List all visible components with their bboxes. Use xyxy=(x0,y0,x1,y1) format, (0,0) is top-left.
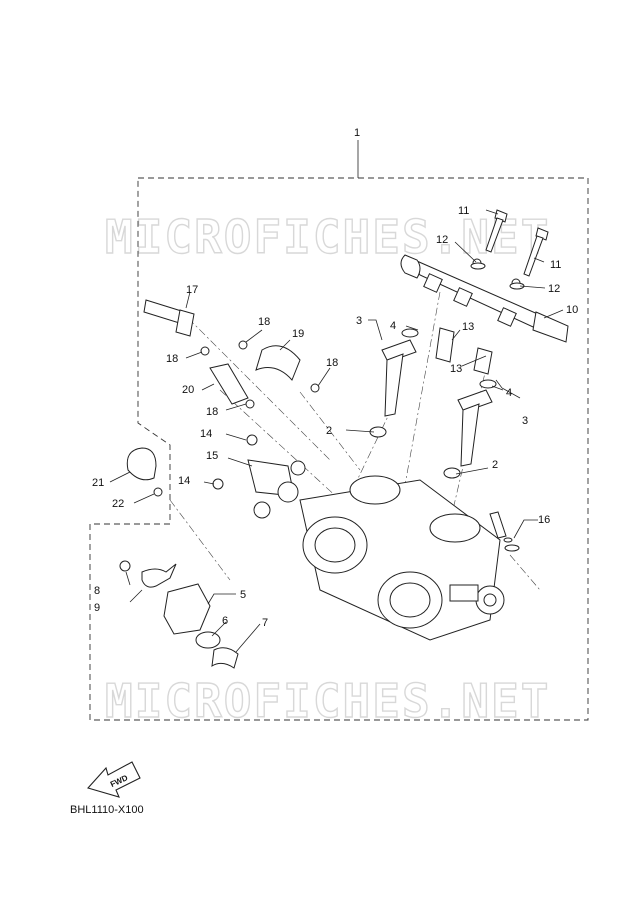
callout-6: 6 xyxy=(222,615,228,627)
callout-13b: 13 xyxy=(450,363,462,375)
sensor-and-screws xyxy=(212,434,306,519)
callout-15: 15 xyxy=(206,450,218,462)
callout-14a: 14 xyxy=(200,428,212,440)
callout-18d: 18 xyxy=(206,406,218,418)
callout-18c: 18 xyxy=(326,357,338,369)
callout-22: 22 xyxy=(112,498,124,510)
hoses-and-clips xyxy=(126,299,320,497)
callout-16: 16 xyxy=(538,514,550,526)
callout-9: 9 xyxy=(94,602,100,614)
callout-18b: 18 xyxy=(166,353,178,365)
fuel-rail xyxy=(400,254,569,343)
callout-4a: 4 xyxy=(390,320,396,332)
callout-18a: 18 xyxy=(258,316,270,328)
fwd-arrow-icon: FWD xyxy=(87,761,141,798)
drawing-code: BHL1110-X100 xyxy=(70,804,144,816)
callout-20: 20 xyxy=(182,384,194,396)
callout-3b: 3 xyxy=(522,415,528,427)
callout-14b: 14 xyxy=(178,475,190,487)
callout-2a: 2 xyxy=(326,425,332,437)
watermark-top: MICROFICHES.NET xyxy=(105,210,550,264)
callout-assembly: 1 xyxy=(354,127,360,139)
assembly-boundary xyxy=(89,177,589,721)
callout-12a: 12 xyxy=(436,234,448,246)
bolts xyxy=(470,209,549,290)
callout-11b: 11 xyxy=(550,259,561,271)
callout-11a: 11 xyxy=(458,205,469,217)
injectors xyxy=(369,327,497,479)
callout-10: 10 xyxy=(566,304,578,316)
callout-17: 17 xyxy=(186,284,198,296)
callout-12b: 12 xyxy=(548,283,560,295)
throttle-body xyxy=(299,475,505,641)
callout-19: 19 xyxy=(292,328,304,340)
callout-4b: 4 xyxy=(506,387,512,399)
callout-21: 21 xyxy=(92,477,104,489)
watermark-bottom: MICROFICHES.NET xyxy=(105,674,550,728)
leader-lines xyxy=(109,209,564,653)
valve-parts xyxy=(119,560,239,669)
callout-5: 5 xyxy=(240,589,246,601)
callout-2b: 2 xyxy=(492,459,498,471)
callout-8: 8 xyxy=(94,585,100,597)
callout-7: 7 xyxy=(262,617,268,629)
callout-13a: 13 xyxy=(462,321,474,333)
screw-set xyxy=(489,511,520,552)
callout-3a: 3 xyxy=(356,315,362,327)
